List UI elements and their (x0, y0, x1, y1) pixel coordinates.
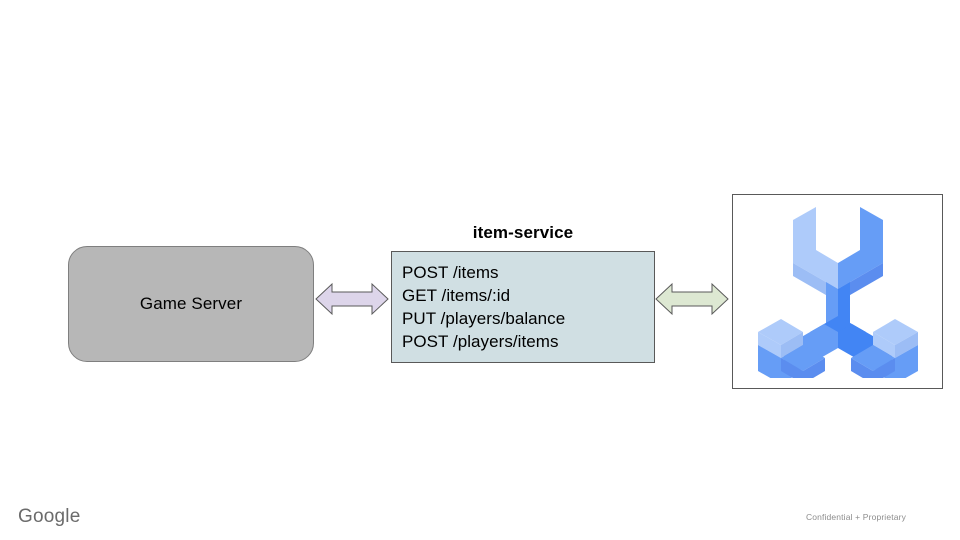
connector-game-server-to-item-service[interactable] (315, 281, 389, 317)
three-pronged-wrench-isometric-icon (757, 206, 918, 378)
footer-confidentiality-note: Confidential + Proprietary (805, 512, 906, 522)
footer-brand-google: Google (18, 506, 81, 527)
node-game-server[interactable]: Game Server (68, 246, 314, 362)
item-service-title: item-service (472, 223, 574, 242)
endpoint-list: POST /items GET /items/:id PUT /players/… (402, 261, 654, 353)
node-item-service[interactable]: POST /items GET /items/:id PUT /players/… (391, 251, 655, 363)
list-item: GET /items/:id (402, 286, 511, 305)
list-item: POST /players/items (402, 332, 559, 351)
arrow-shape-left (315, 282, 389, 316)
game-server-label: Game Server (139, 293, 243, 313)
node-tools-logo-panel[interactable] (732, 194, 943, 389)
arrow-shape-right (655, 282, 729, 316)
list-item: PUT /players/balance (402, 309, 566, 328)
list-item: POST /items (402, 263, 499, 282)
connector-item-service-to-tools[interactable] (655, 281, 729, 317)
